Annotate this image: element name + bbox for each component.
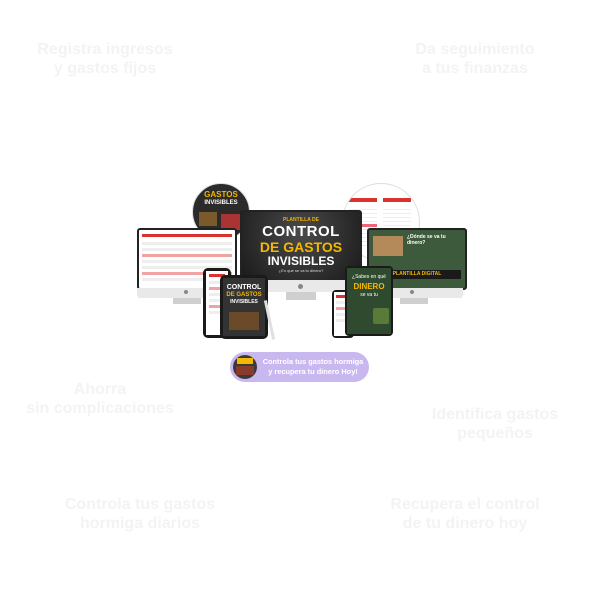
pill-product-thumbnail — [233, 355, 257, 379]
circle-badge-line2: INVISIBLES — [204, 200, 238, 206]
ghost-heading-mid-left: Ahorra sin complicaciones — [26, 381, 174, 418]
circle-badge-line1: GASTOS — [204, 190, 238, 199]
imac-left-stand — [173, 298, 201, 304]
tablet-line2: DE GASTOS — [226, 292, 262, 298]
ghost-heading-bottom-left: Controla tus gastos hormiga diarios — [64, 496, 216, 533]
ghost-heading-mid-right: Identifica gastos pequeños — [431, 406, 559, 443]
hero-line1: PLANTILLA DE — [283, 217, 319, 223]
cta-pill-line1: Controla tus gastos hormiga — [262, 357, 364, 366]
tablet-line1: CONTROL — [226, 284, 262, 291]
phone-line3: se va tu — [360, 292, 378, 298]
ghost-heading-bottom-right: Recupera el control de tu dinero hoy — [390, 496, 540, 533]
imac-left-screen — [137, 228, 237, 290]
hero-line3: DE GASTOS — [259, 239, 343, 255]
phone-line1: ¿Sabes en qué — [352, 274, 386, 280]
phone-green: ¿Sabes en qué DINERO se va tu — [345, 266, 393, 336]
apple-logo-icon — [410, 290, 414, 294]
apple-logo-icon — [184, 290, 188, 294]
imac-right-question: ¿Dónde se va tu dinero? — [407, 234, 446, 246]
ghost-heading-top-left: Registra ingresos y gastos fijos — [37, 41, 173, 78]
imac-center-screen: PLANTILLA DE CONTROL DE GASTOS INVISIBLE… — [240, 210, 362, 282]
cta-pill[interactable]: Controla tus gastos hormiga y recupera t… — [230, 352, 369, 382]
hero-line2: CONTROL — [262, 223, 340, 240]
imac-right-stand — [400, 298, 428, 304]
tablet-center: CONTROL DE GASTOS INVISIBLES — [220, 275, 268, 339]
ghost-heading-top-right: Da seguimiento a tus finanzas — [415, 41, 535, 78]
imac-center-stand — [286, 292, 316, 300]
phone-line2: DINERO — [353, 282, 385, 291]
apple-logo-icon — [298, 284, 303, 289]
hero-line4: INVISIBLES — [267, 254, 335, 268]
hero-line5: ¿En qué se va tu dinero? — [278, 268, 324, 273]
tablet-line3: INVISIBLES — [230, 299, 258, 305]
cta-pill-text: Controla tus gastos hormiga y recupera t… — [260, 357, 366, 377]
cta-pill-line2: y recupera tu dinero Hoy! — [268, 367, 358, 376]
imac-right-banner: PLANTILLA DIGITAL — [373, 270, 461, 279]
